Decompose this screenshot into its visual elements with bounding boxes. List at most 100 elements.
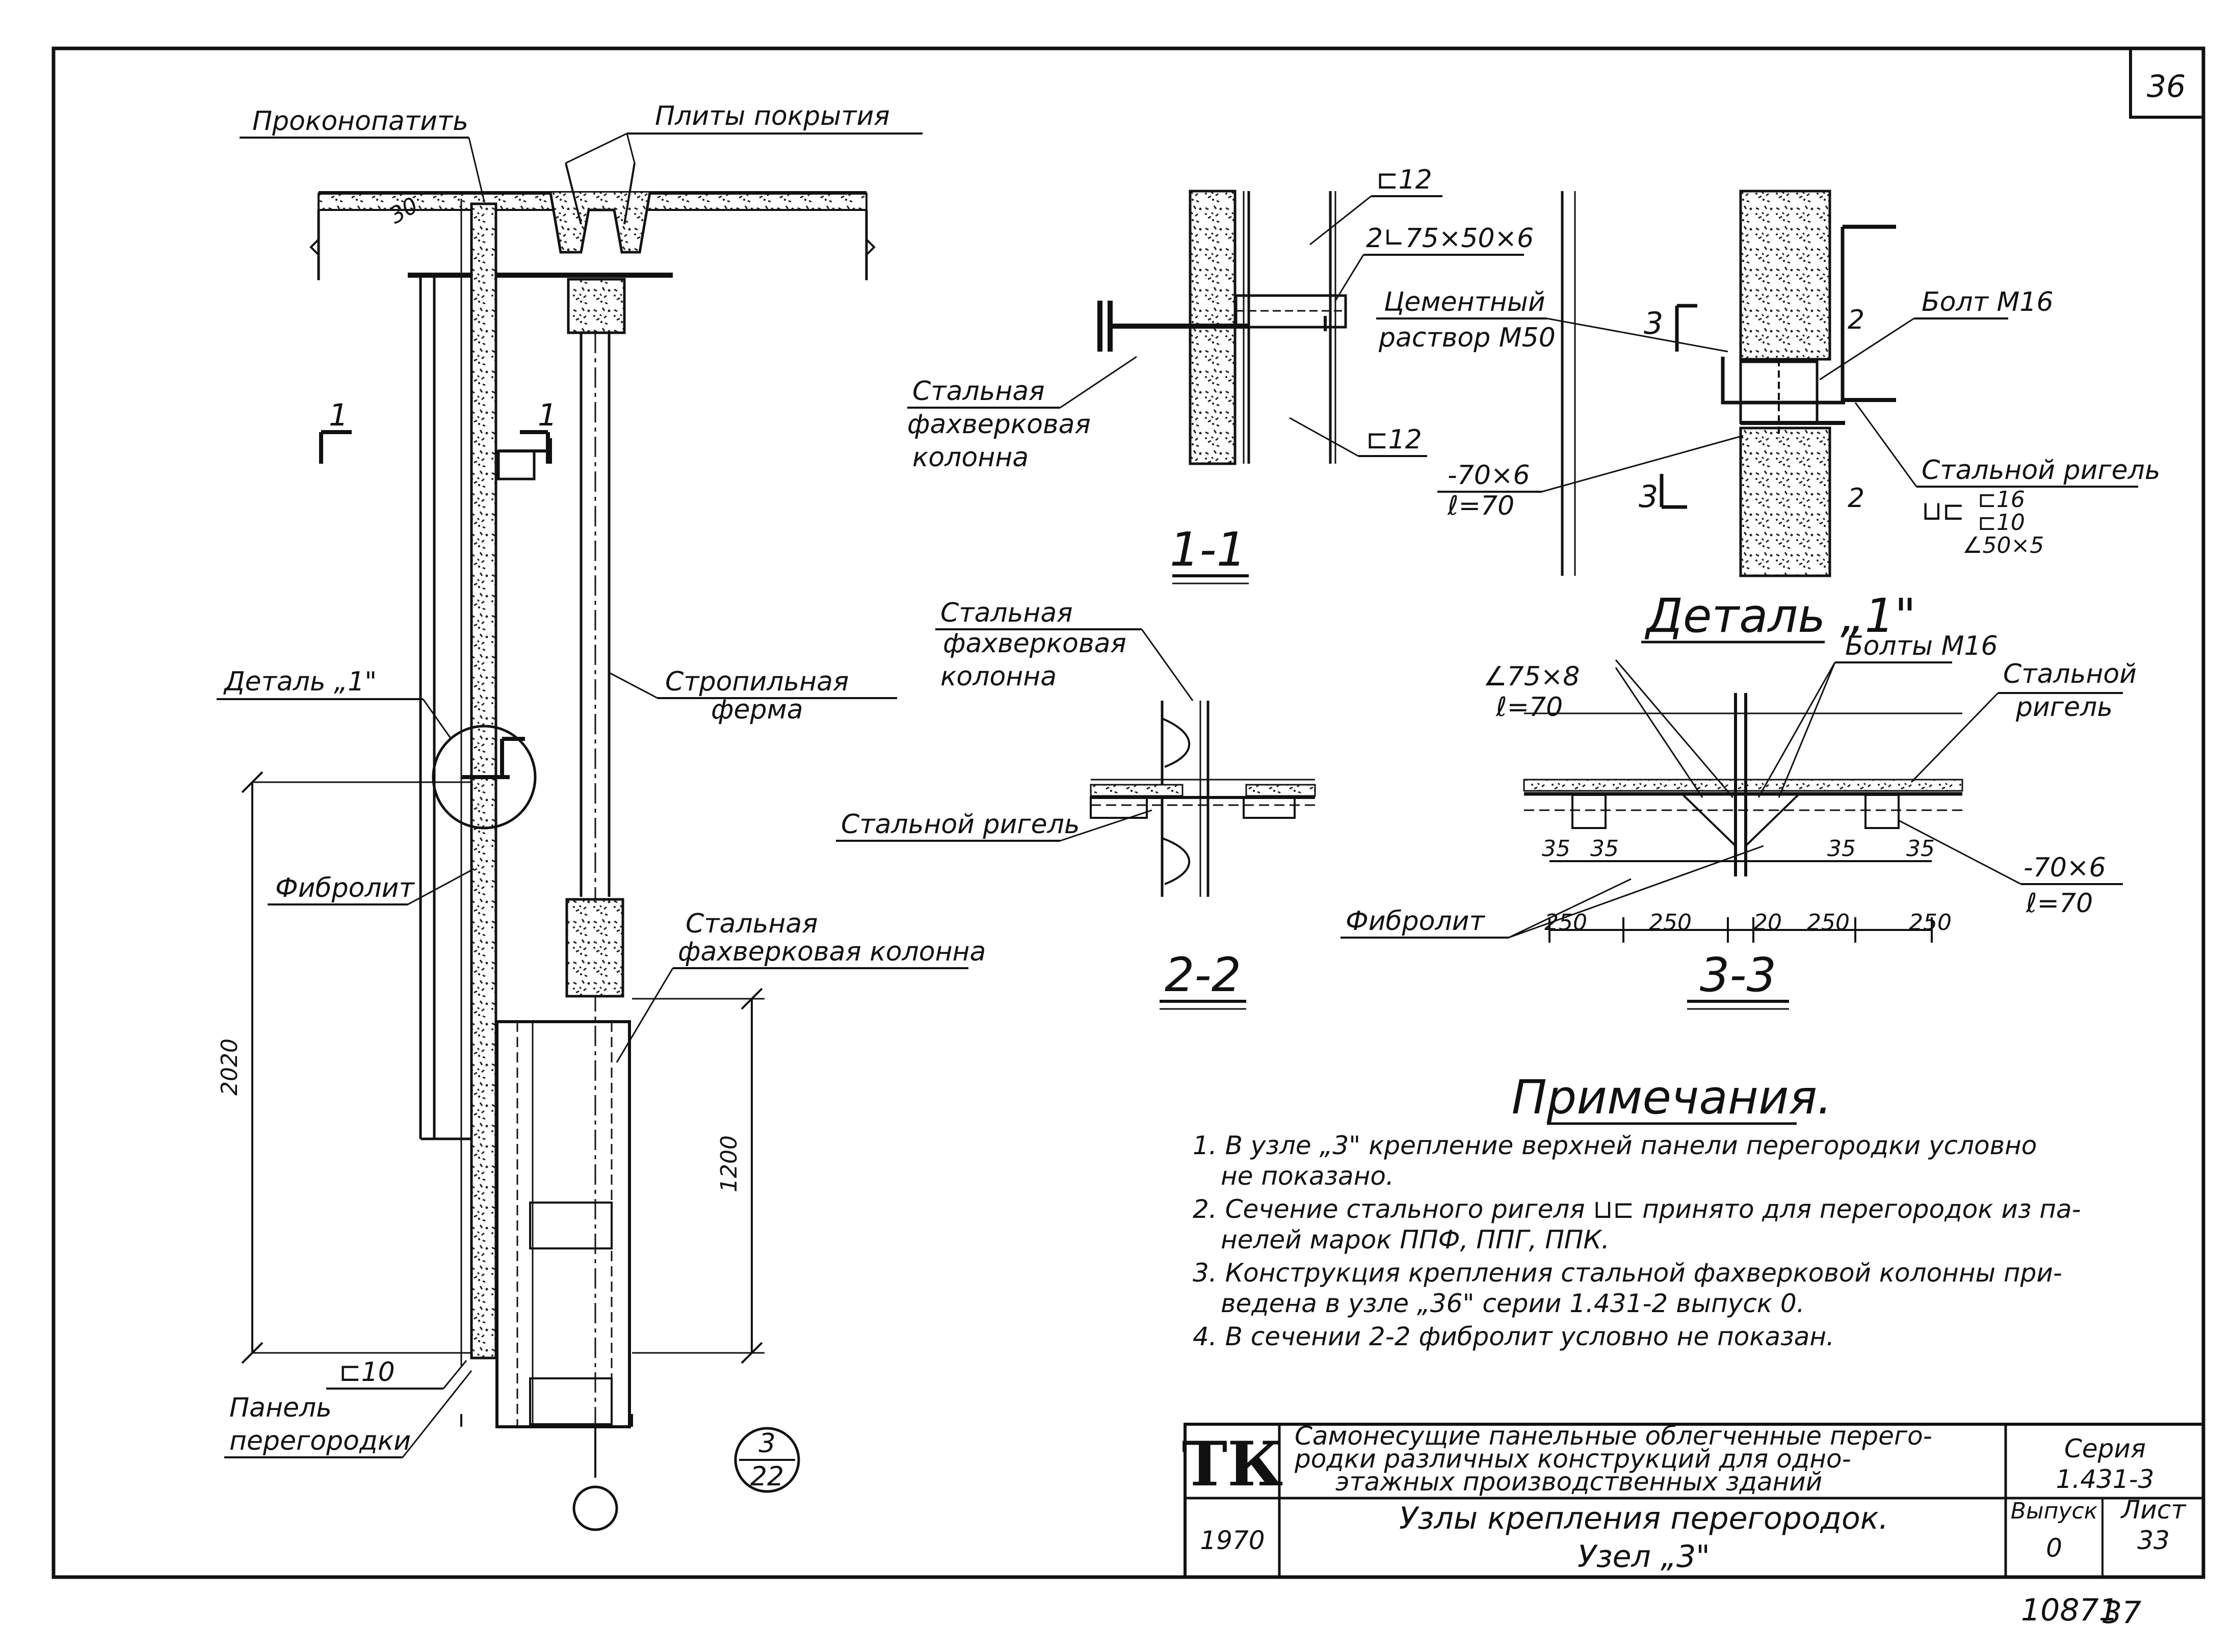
label-steel-column-1: Стальная (686, 909, 818, 939)
s33-dim-35-a: 35 (1542, 836, 1570, 862)
s22-label-rigel: Стальной ригель (841, 809, 1080, 840)
s33-dim-250-c: 250 (1807, 910, 1850, 936)
tb-series-label: Серия (2064, 1434, 2146, 1463)
dim-2020: 2020 (217, 1038, 243, 1096)
section-2-2: Стальная фахверковая колонна Стальной ри… (836, 598, 1316, 1010)
s11-label-c12-top: ⊏12 (1376, 165, 1432, 195)
main-labels: Проконопатить Плиты покрытия Деталь „1" … (217, 101, 986, 1493)
note-1-line-1: 1. В узле „3" крепление верхней панели п… (1193, 1131, 2037, 1160)
reference-top: 3 (758, 1428, 775, 1459)
s11-label-column-2: фахверковая (907, 409, 1091, 440)
s33-label-rigel-2: ригель (2015, 692, 2113, 723)
s11-label-column-3: колонна (912, 442, 1029, 473)
detail-1-top: 3 3 2 2 Цементный раствор М50 Болт М16 -… (1376, 190, 2160, 577)
main-elevation: 30 1 1 (217, 163, 876, 1531)
s11-title: 1-1 (1170, 522, 1246, 577)
label-panel-2: перегородки (229, 1426, 411, 1456)
d1-label-plate-len: ℓ=70 (1447, 491, 1514, 521)
note-4-line-1: 4. В сечении 2-2 фибролит условно не пок… (1193, 1322, 1834, 1351)
d1-label-c10: ⊏10 (1978, 510, 2025, 536)
s22-label-column-3: колонна (940, 661, 1057, 692)
cut-mark-1-left: 1 (329, 397, 348, 433)
section-1-1: ⊏12 2∟75×50×6 Стальная фахверковая колон… (907, 165, 1534, 584)
tb-title-line-1: Самонесущие панельные облегченные перего… (1295, 1421, 1932, 1451)
d1-cut-2-top: 2 (1848, 305, 1864, 335)
tb-logo: ТК (1182, 1428, 1283, 1500)
sheet-number-box (2129, 47, 2205, 119)
s33-dim-35-b: 35 (1590, 836, 1619, 862)
label-rafter-truss-2: ферма (711, 695, 803, 725)
d1-label-bolt: Болт М16 (1922, 287, 2054, 317)
s11-label-column-1: Стальная (912, 376, 1045, 407)
sheet-number: 36 (2147, 69, 2186, 104)
label-detail-1: Деталь „1" (223, 667, 377, 697)
label-caulk: Проконопатить (252, 106, 468, 137)
s22-title: 2-2 (1165, 948, 1241, 1002)
s22-label-column-1: Стальная (940, 598, 1073, 628)
s33-detail-title: Деталь „1" (1644, 589, 1916, 643)
s22-label-column-2: фахверковая (943, 628, 1126, 659)
s33-title: 3-3 (1700, 948, 1776, 1002)
label-roof-slabs: Плиты покрытия (655, 101, 890, 131)
label-fibrolite: Фибролит (275, 873, 415, 903)
note-3-line-1: 3. Конструкция крепления стальной фахвер… (1193, 1258, 2062, 1288)
reference-bottom: 22 (750, 1461, 784, 1492)
note-3-line-2: ведена в узле „36" серии 1.431-2 выпуск … (1221, 1289, 1805, 1318)
tb-subtitle-line-2: Узел „3" (1578, 1539, 1710, 1575)
dim-1200: 1200 (716, 1135, 742, 1192)
d1-label-rigel-symbol: ⊔⊏ (1922, 496, 1964, 526)
s33-dim-35-c: 35 (1827, 836, 1856, 862)
partition-panel (470, 202, 497, 1360)
d1-cut-3-bottom: 3 (1639, 479, 1658, 515)
tb-sheet-label: Лист (2120, 1495, 2187, 1525)
s33-dim-250-d: 250 (1909, 910, 1952, 936)
tb-series-value: 1.431-3 (2056, 1464, 2154, 1494)
s33-label-fibrolite: Фибролит (1346, 906, 1485, 937)
s33-label-rigel-1: Стальной (2003, 659, 2137, 689)
reference-circle (734, 1427, 800, 1493)
tb-sheet-value: 33 (2137, 1526, 2170, 1555)
tb-title-line-3: этажных производственных зданий (1335, 1467, 1822, 1497)
cut-mark-1-right: 1 (538, 397, 557, 433)
label-rafter-truss: Стропильная (665, 667, 849, 697)
tb-year: 1970 (1200, 1526, 1265, 1555)
d1-label-mortar-1: Цементный (1384, 287, 1545, 317)
d1-label-mortar-2: раствор М50 (1378, 323, 1556, 353)
note-2-line-2: нелей марок ППФ, ППГ, ППК. (1221, 1225, 1610, 1255)
detail-1-circle (432, 725, 537, 830)
s33-dim-250-b: 250 (1649, 910, 1692, 936)
note-2-line-1: 2. Сечение стального ригеля ⊔⊏ принято д… (1193, 1194, 2081, 1224)
label-c10: ⊏10 (339, 1357, 395, 1388)
s11-label-angles: 2∟75×50×6 (1366, 223, 1534, 254)
archive-page: 37 (2102, 1595, 2141, 1631)
note-1-line-2: не показано. (1221, 1161, 1394, 1191)
d1-label-rigel: Стальной ригель (1922, 455, 2160, 486)
title-block: ТК 1970 Самонесущие панельные облегченны… (1182, 1421, 2205, 1579)
d1-label-angle: ∠50×5 (1962, 532, 2044, 558)
notes: Примечания. 1. В узле „3" крепление верх… (1193, 1070, 2081, 1351)
s33-dim-20: 20 (1753, 910, 1782, 936)
s33-dim-35-d: 35 (1906, 836, 1935, 862)
notes-title: Примечания. (1512, 1070, 1832, 1125)
label-steel-column-2: фахверковая колонна (678, 937, 986, 967)
d1-label-plate: -70×6 (1448, 460, 1530, 491)
s33-label-angle-len: ℓ=70 (1495, 692, 1563, 723)
tb-subtitle-line-1: Узлы крепления перегородок. (1399, 1501, 1888, 1536)
s33-label-bolts: Болты М16 (1845, 631, 1998, 661)
s11-label-c12-bottom: ⊏12 (1366, 424, 1422, 455)
s33-label-plate-len: ℓ=70 (2026, 888, 2093, 919)
sheet-frame (51, 46, 2205, 1579)
d1-cut-3-top: 3 (1644, 306, 1663, 341)
archive-number: 10871 (2021, 1592, 2118, 1628)
d1-label-c16: ⊏16 (1978, 487, 2025, 513)
s33-label-angle: ∠75×8 (1483, 661, 1580, 692)
s33-label-plate: -70×6 (2023, 852, 2106, 883)
d1-cut-2-bottom: 2 (1848, 483, 1864, 514)
label-panel-1: Панель (229, 1393, 332, 1423)
tb-issue-label: Выпуск (2011, 1498, 2098, 1524)
section-3-3: Деталь „1" 35 35 35 35 250 250 20 250 25… (1341, 589, 2137, 1010)
tb-title-line-2: родки различных конструкций для одно- (1294, 1444, 1851, 1474)
tb-issue-value: 0 (2046, 1533, 2062, 1563)
